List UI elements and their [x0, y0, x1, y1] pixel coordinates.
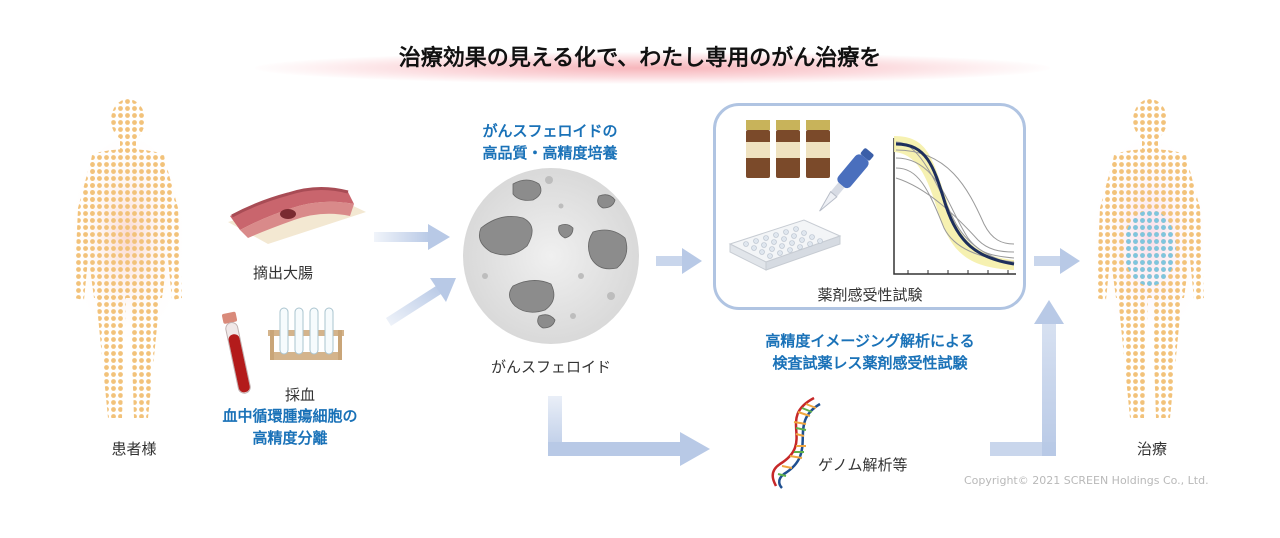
arrow-test-to-treatment — [1034, 248, 1080, 274]
colon-specimen-icon — [228, 187, 366, 244]
test-tube-rack-icon — [268, 307, 344, 360]
spheroid-heading: がんスフェロイドの 高品質・高精度培養 — [440, 120, 660, 164]
pipette-icon — [819, 148, 874, 212]
arrow-blood-to-spheroid — [386, 278, 456, 326]
drug-test-label: 薬剤感受性試験 — [817, 286, 923, 304]
spheroid-heading-line1: がんスフェロイドの — [482, 122, 618, 140]
imaging-heading-line1: 高精度イメージング解析による — [765, 332, 975, 350]
blood-label: 採血 — [284, 386, 315, 404]
imaging-heading-line2: 検査試薬レス薬剤感受性試験 — [772, 354, 968, 372]
page-title: 治療効果の見える化で、わたし専用のがん治療を — [398, 46, 882, 71]
colon-label: 摘出大腸 — [252, 264, 313, 282]
dose-response-curve-icon — [893, 136, 1016, 275]
patient-label: 患者様 — [111, 440, 157, 458]
title-highlight — [255, 52, 1050, 84]
imaging-heading: 高精度イメージング解析による 検査試薬レス薬剤感受性試験 — [700, 330, 1040, 374]
ctc-label-line2: 高精度分離 — [252, 429, 328, 447]
spheroid-label: がんスフェロイド — [490, 358, 611, 376]
dna-helix-icon — [771, 396, 821, 489]
treatment-label: 治療 — [1136, 440, 1167, 458]
ctc-label: 血中循環腫瘍細胞の 高精度分離 — [190, 405, 390, 449]
blood-tube-icon — [222, 311, 251, 394]
arrow-colon-to-spheroid — [374, 224, 450, 250]
arrow-genome-to-treatment — [990, 300, 1064, 456]
patient-body-icon — [68, 99, 188, 418]
treated-body-icon — [1090, 99, 1210, 418]
ctc-label-line1: 血中循環腫瘍細胞の — [222, 407, 358, 425]
arrow-spheroid-to-test — [656, 248, 702, 274]
well-plate-icon — [728, 219, 842, 271]
drug-test-panel — [713, 103, 1026, 310]
copyright-text: Copyright© 2021 SCREEN Holdings Co., Ltd… — [964, 474, 1209, 487]
arrow-spheroid-to-genome — [548, 396, 710, 466]
spheroid-microscope-image — [463, 168, 639, 344]
genome-label: ゲノム解析等 — [818, 456, 908, 474]
spheroid-heading-line2: 高品質・高精度培養 — [482, 144, 618, 162]
reagent-bottles-icon — [746, 120, 830, 178]
